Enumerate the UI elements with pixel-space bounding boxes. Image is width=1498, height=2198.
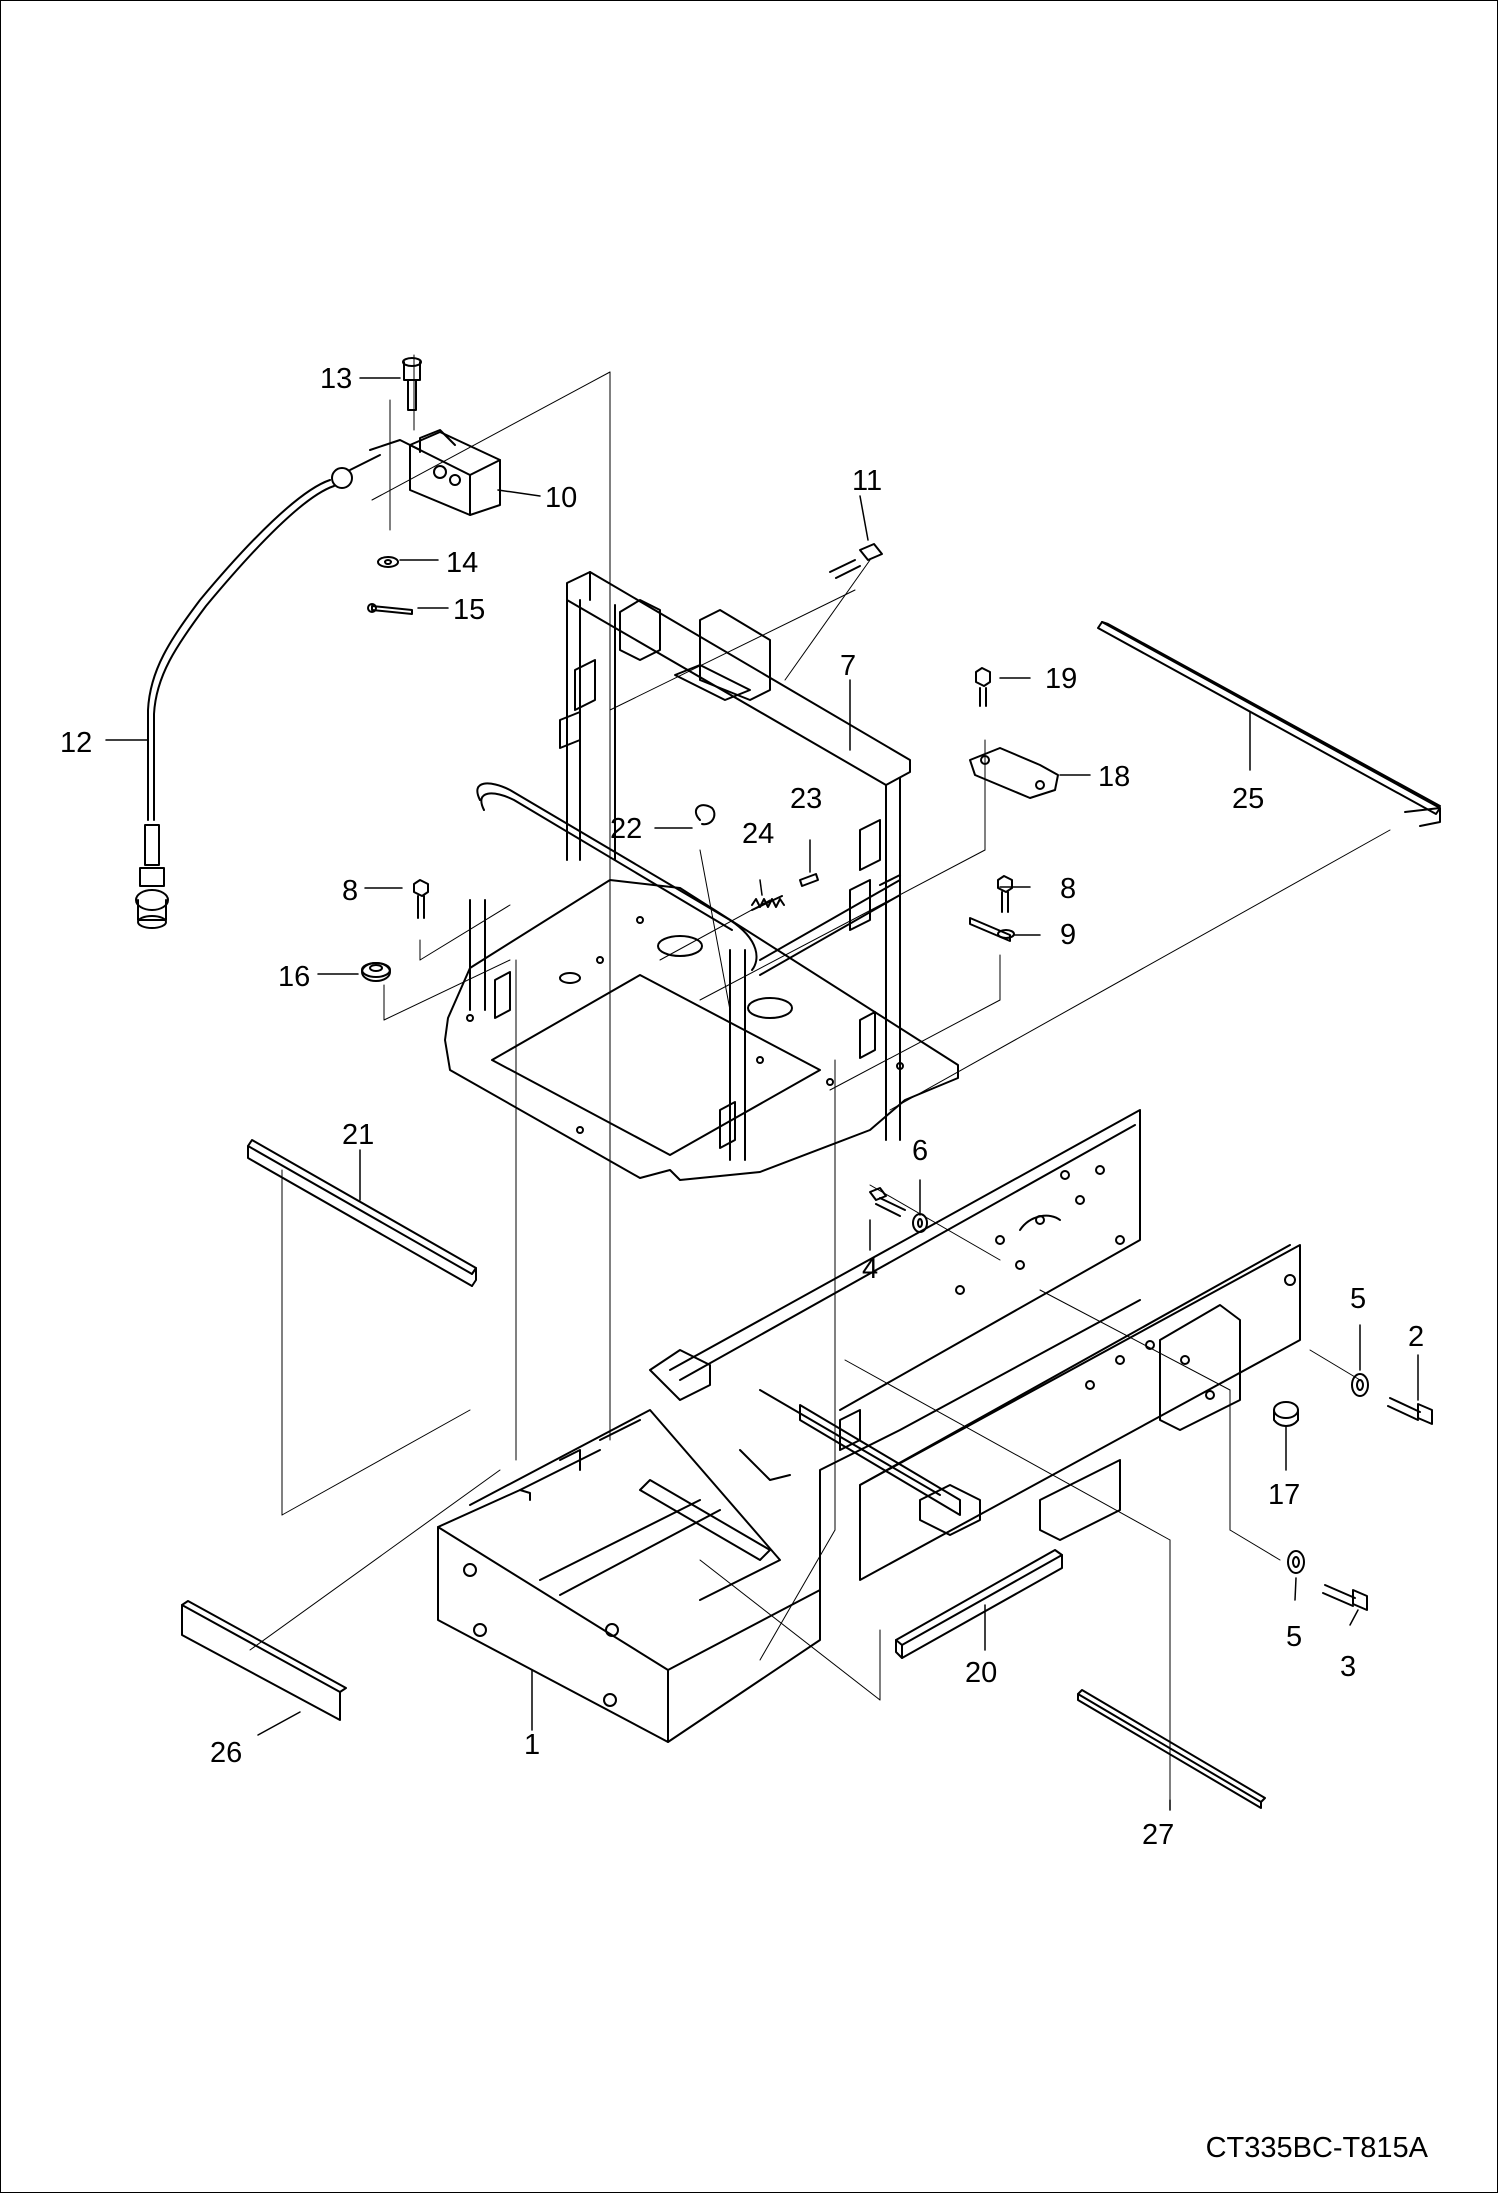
seat-base-plate — [444, 782, 959, 1181]
callout-22: 22 — [610, 813, 642, 845]
part-9-washer-plate — [969, 917, 1015, 942]
callout-3: 3 — [1340, 1651, 1356, 1683]
part-20-strip — [895, 1549, 1063, 1659]
part-23-pin — [799, 873, 819, 887]
callout-1: 1 — [524, 1729, 540, 1761]
callout-8-left: 8 — [342, 875, 358, 907]
part-24-spring — [751, 895, 785, 911]
part-26-pad — [181, 1600, 347, 1721]
part-5-washer-upper — [1351, 1373, 1369, 1397]
callout-9: 9 — [1060, 919, 1076, 951]
callout-7: 7 — [840, 650, 856, 682]
part-10-latch — [349, 429, 501, 516]
callout-labels: 13 10 11 14 15 12 7 19 18 25 22 24 23 8 … — [60, 363, 1424, 1851]
callout-20: 20 — [965, 1657, 997, 1689]
part-11-bolt — [829, 543, 883, 579]
callout-25: 25 — [1232, 783, 1264, 815]
callout-23: 23 — [790, 783, 822, 815]
part-13-pin — [402, 357, 422, 411]
part-22-clip — [694, 804, 716, 826]
callout-5-upper: 5 — [1350, 1283, 1366, 1315]
part-12-choke-cable — [135, 467, 353, 929]
callout-24: 24 — [742, 818, 774, 850]
callout-4: 4 — [862, 1253, 878, 1285]
part-8-bolt-left — [413, 879, 429, 919]
callout-18: 18 — [1098, 761, 1130, 793]
part-21-strip — [247, 1139, 477, 1287]
part-27-strip — [1077, 1689, 1266, 1809]
part-4-bolt — [869, 1187, 906, 1217]
callout-17: 17 — [1268, 1479, 1300, 1511]
document-code: CT335BC-T815A — [1205, 2132, 1428, 2164]
part-2-bolt — [1387, 1397, 1433, 1425]
callout-27: 27 — [1142, 1819, 1174, 1851]
callout-13: 13 — [320, 363, 352, 395]
part-15-cotter-pin — [367, 603, 413, 615]
callout-11: 11 — [852, 465, 882, 497]
callout-8-right: 8 — [1060, 873, 1076, 905]
projection-lines — [249, 354, 1391, 1801]
part-5-washer-lower — [1287, 1550, 1305, 1574]
part-7-upper-frame — [559, 571, 911, 1141]
callout-16: 16 — [278, 961, 310, 993]
part-19-bolt — [975, 667, 991, 707]
part-25-strip — [1097, 621, 1441, 827]
part-16-grommet — [361, 962, 391, 982]
callout-26: 26 — [210, 1737, 242, 1769]
callout-14: 14 — [446, 547, 478, 579]
callout-10: 10 — [545, 482, 577, 514]
callout-21: 21 — [342, 1119, 374, 1151]
part-14-washer — [377, 556, 399, 568]
callout-12: 12 — [60, 727, 92, 759]
leader-lines — [105, 377, 1419, 1811]
callout-5-lower: 5 — [1286, 1621, 1302, 1653]
part-1-lower-frame — [437, 1109, 1301, 1743]
callout-6: 6 — [912, 1135, 928, 1167]
callout-19: 19 — [1045, 663, 1077, 695]
part-18-plate — [969, 747, 1059, 799]
part-3-bolt — [1322, 1584, 1368, 1611]
callout-2: 2 — [1408, 1321, 1424, 1353]
callout-15: 15 — [453, 594, 485, 626]
part-8-bolt-right — [997, 875, 1013, 913]
